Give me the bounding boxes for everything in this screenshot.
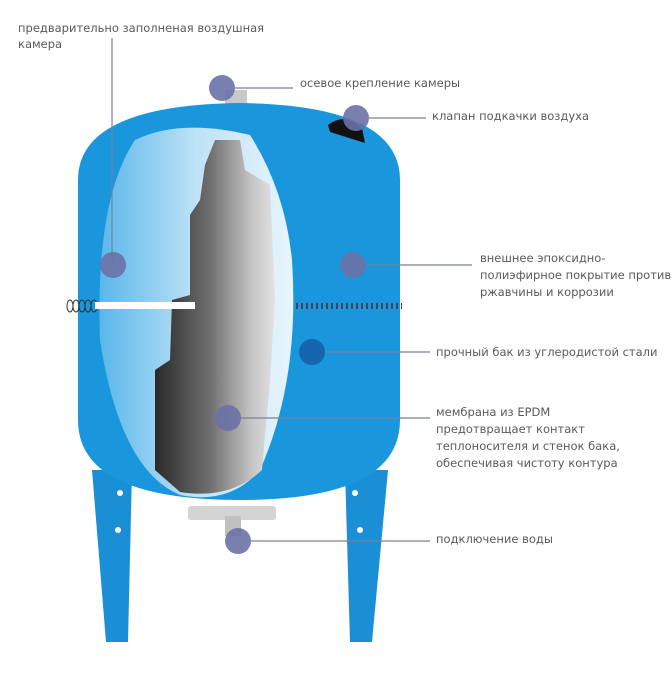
marker-water-connection — [225, 528, 251, 554]
label-membrane-line1: мембрана из EPDM — [436, 405, 550, 419]
label-coating-line2: полиэфирное покрытие против — [480, 268, 671, 282]
label-air-chamber-line1: предварительно заполненая воздушная — [18, 21, 264, 35]
label-membrane-line2: предотвращает контакт — [436, 422, 585, 436]
marker-air-chamber — [100, 252, 126, 278]
label-air-valve: клапан подкачки воздуха — [432, 109, 589, 123]
left-leg — [92, 470, 132, 642]
right-leg — [345, 470, 388, 642]
membrane — [155, 140, 275, 494]
label-air-chamber-line2: камера — [18, 37, 62, 51]
label-coating-line3: ржавчины и коррозии — [480, 285, 614, 299]
marker-air-valve — [343, 105, 369, 131]
water-connection-fitting — [188, 506, 276, 520]
weld-seam — [66, 299, 402, 313]
marker-axial-mount — [209, 75, 235, 101]
label-membrane-line4: обеспечивая чистоту контура — [436, 456, 618, 470]
label-membrane-line3: теплоносителя и стенок бака, — [436, 439, 620, 453]
marker-steel-tank — [299, 339, 325, 365]
marker-coating — [340, 252, 366, 278]
marker-membrane — [215, 405, 241, 431]
label-steel-tank: прочный бак из углеродистой стали — [436, 345, 657, 359]
label-coating-line1: внешнее эпоксидно- — [480, 251, 605, 265]
label-axial-mount: осевое крепление камеры — [300, 76, 460, 90]
label-water-connection: подключение воды — [436, 532, 553, 546]
